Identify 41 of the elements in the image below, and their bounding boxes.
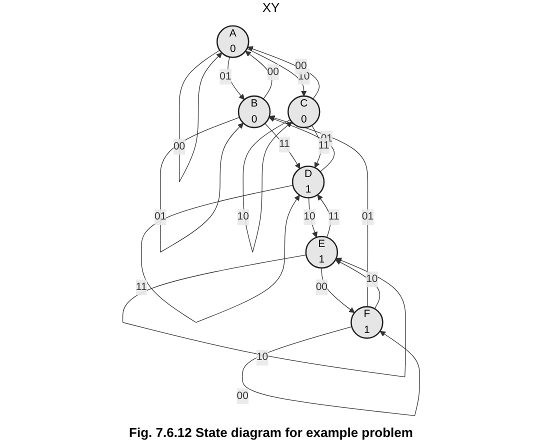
edge-label: 11 — [318, 140, 330, 152]
arrow — [311, 125, 322, 168]
arrow — [122, 254, 406, 378]
arrow — [268, 115, 368, 307]
edge-label: 10 — [256, 352, 268, 363]
edge-label: 00 — [267, 66, 279, 78]
arrow — [242, 119, 292, 253]
edge-label: 01 — [362, 211, 374, 222]
edge-label: 01 — [219, 70, 232, 82]
node-circle: D 1 — [292, 166, 324, 198]
edge-label: 10 — [298, 70, 310, 82]
arrow — [264, 123, 300, 169]
edge-label: 11 — [278, 138, 290, 150]
arrow — [247, 46, 320, 100]
arrow — [268, 116, 334, 172]
input-variables-label: XY — [262, 0, 280, 15]
edge-label: 00 — [173, 141, 185, 152]
node-circle: E 1 — [305, 236, 338, 269]
edge-label: 00 — [316, 281, 328, 293]
arrow — [335, 259, 380, 310]
arrow — [178, 50, 222, 182]
arrow — [246, 48, 307, 96]
edge-label: 11 — [136, 281, 147, 293]
node-circle: A 0 — [216, 25, 250, 58]
arrow — [321, 268, 355, 314]
node-circle: F 1 — [350, 306, 384, 339]
arrow — [140, 184, 300, 323]
edge-label: 10 — [366, 273, 378, 285]
arrow — [317, 194, 331, 238]
arrow — [160, 117, 244, 253]
edge-label: 00 — [294, 60, 307, 72]
edge-label: 10 — [237, 211, 249, 222]
edge-label: 00 — [236, 390, 248, 402]
arrow — [242, 326, 420, 416]
node-circle: C 0 — [287, 95, 320, 128]
figure-caption: Fig. 7.6.12 State diagram for example problem — [129, 424, 413, 442]
edge-label: 01 — [154, 211, 166, 222]
arrow — [244, 50, 272, 100]
edge-label: 11 — [328, 211, 340, 222]
edge-label: 10 — [303, 211, 316, 222]
node-circle: B 0 — [238, 95, 270, 128]
